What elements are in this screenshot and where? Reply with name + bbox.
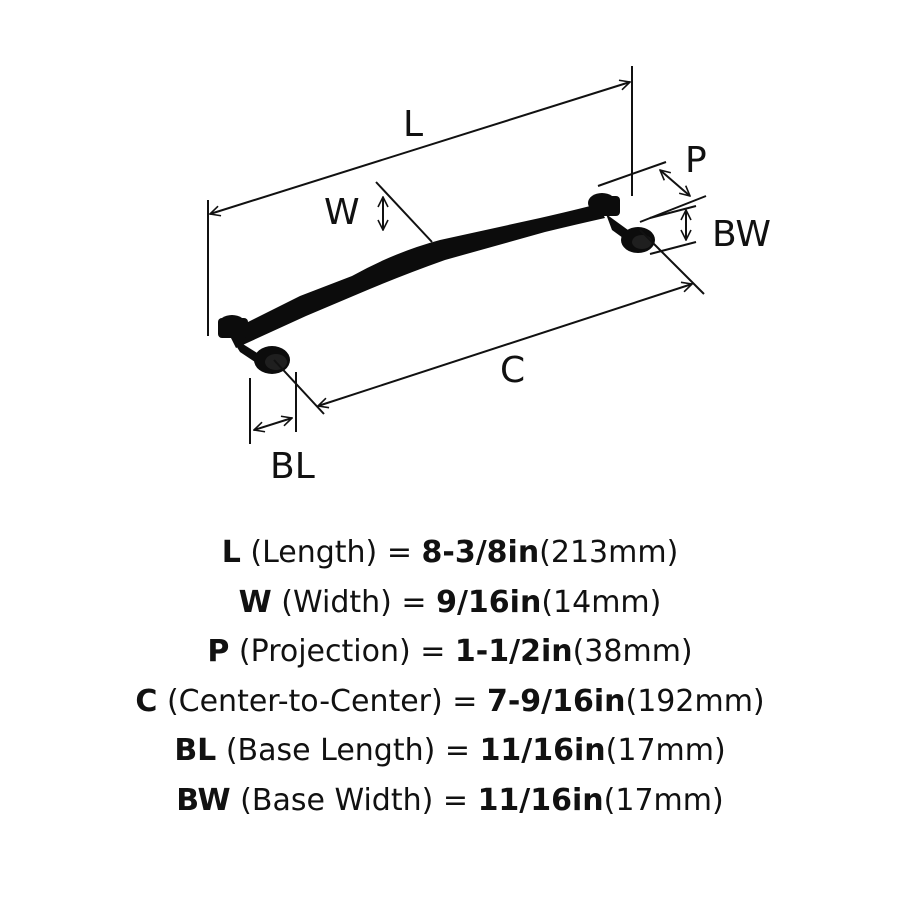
spec-code: BL: [174, 733, 217, 769]
spec-metric-value: (17mm): [605, 733, 726, 769]
dimension-lines: [207, 66, 707, 444]
spec-imperial-value: 7-9/16in: [486, 683, 626, 719]
spec-line-width: W (Width) = 9/16in(14mm): [0, 578, 900, 628]
center-extension-left: [273, 359, 325, 415]
spec-name: (Base Width): [240, 782, 434, 818]
spec-metric-value: (192mm): [625, 683, 765, 719]
handle-bar: [228, 204, 605, 348]
spec-equals: =: [386, 535, 412, 570]
label-width: W: [324, 192, 360, 233]
projection-extension-top: [597, 161, 667, 187]
spec-metric-value: (213mm): [539, 535, 679, 570]
spec-line-length: L (Length) = 8-3/8in(213mm): [0, 528, 900, 578]
spec-code: W: [238, 584, 272, 620]
spec-line-base-length: BL (Base Length) = 11/16in(17mm): [0, 726, 900, 776]
base-width-extension-top: [649, 205, 697, 219]
spec-name: (Center-to-Center): [166, 683, 443, 719]
spec-equals: =: [452, 683, 478, 719]
spec-line-center-to-center: C (Center-to-Center) = 7-9/16in(192mm): [0, 677, 900, 727]
spec-imperial-value: 11/16in: [479, 733, 606, 769]
spec-imperial-value: 11/16in: [477, 782, 604, 818]
projection-extension-bottom: [639, 195, 707, 223]
label-projection: P: [685, 140, 707, 181]
label-length: L: [403, 104, 423, 145]
label-base-length: BL: [270, 446, 315, 487]
center-dimension-arrow: [318, 284, 692, 406]
cabinet-pull-handle: [218, 193, 655, 374]
label-base-width: BW: [712, 214, 771, 255]
spec-line-base-width: BW (Base Width) = 11/16in(17mm): [0, 776, 900, 826]
spec-metric-value: (14mm): [541, 584, 662, 620]
spec-name: (Length): [250, 535, 378, 570]
spec-imperial-value: 1-1/2in: [454, 634, 573, 670]
spec-name: (Base Length): [225, 733, 436, 769]
spec-line-projection: P (Projection) = 1-1/2in(38mm): [0, 627, 900, 677]
spec-code: P: [207, 634, 230, 670]
label-center-to-center: C: [500, 350, 525, 391]
spec-equals: =: [444, 733, 471, 769]
spec-imperial-value: 8-3/8in: [421, 535, 540, 570]
spec-equals: =: [442, 782, 469, 818]
base-length-dimension-arrow: [254, 418, 292, 430]
spec-name: (Width): [281, 584, 392, 620]
spec-metric-value: (17mm): [603, 782, 724, 818]
spec-equals: =: [420, 634, 446, 670]
spec-imperial-value: 9/16in: [436, 584, 542, 620]
spec-code: C: [135, 683, 158, 719]
spec-equals: =: [401, 584, 427, 620]
base-width-extension-bottom: [649, 241, 697, 255]
dimension-spec-list: L (Length) = 8-3/8in(213mm) W (Width) = …: [0, 528, 900, 826]
length-dimension-arrow: [210, 82, 630, 214]
spec-name: (Projection): [238, 634, 411, 670]
width-extension-line: [375, 181, 433, 243]
spec-metric-value: (38mm): [572, 634, 693, 670]
center-extension-right: [639, 229, 705, 295]
projection-dimension-arrow: [660, 170, 690, 196]
spec-code: BW: [176, 782, 231, 818]
spec-code: L: [221, 535, 241, 570]
right-post: [588, 193, 655, 253]
